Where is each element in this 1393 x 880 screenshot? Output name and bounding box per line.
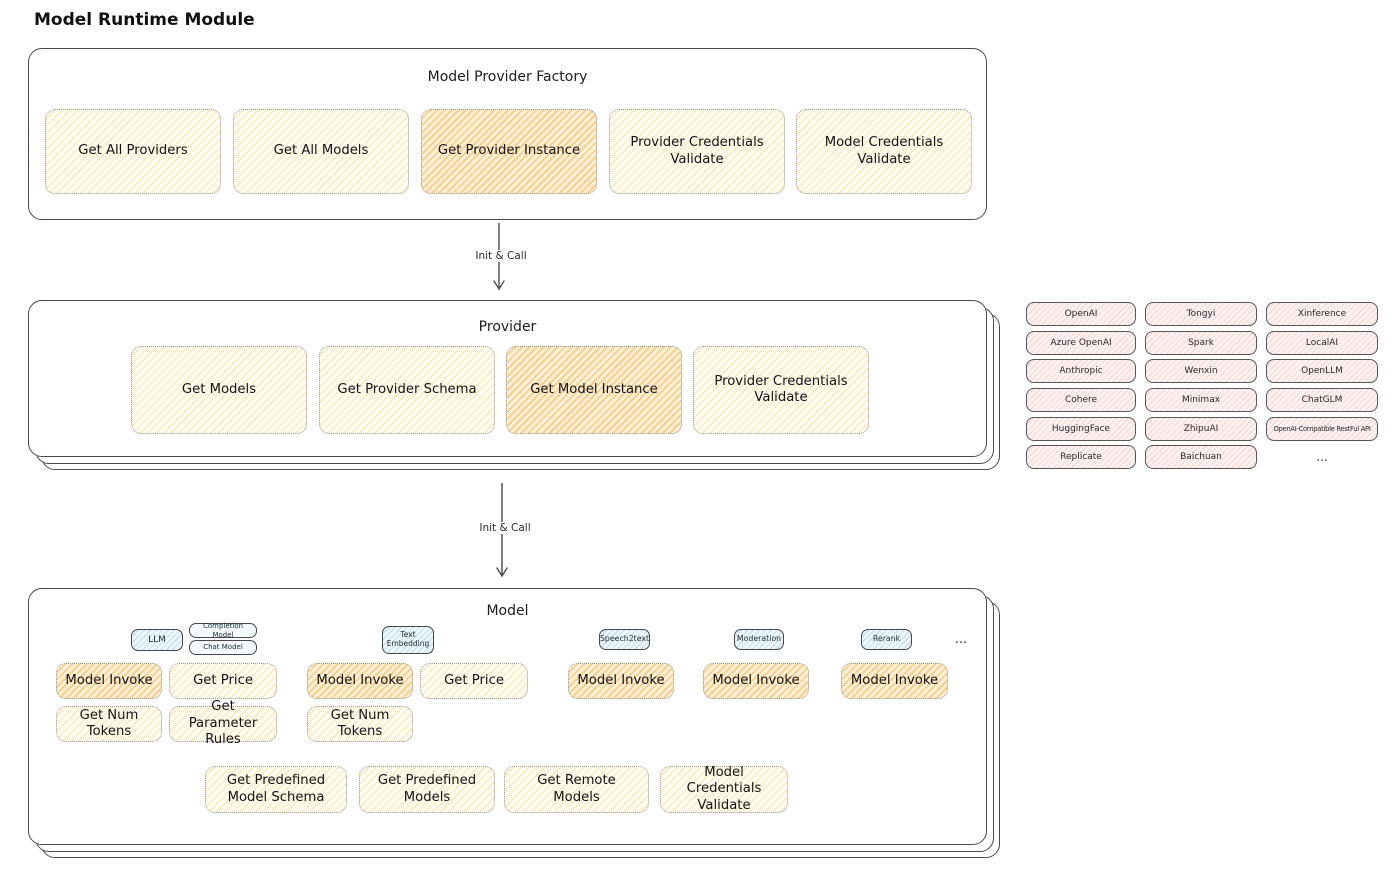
tab-rerank: Rerank <box>861 629 912 650</box>
tab-completion-model: Completion Model <box>189 622 257 639</box>
arrow-label-init-call-1: Init & Call <box>462 250 540 262</box>
factory-button-model-credentials-validate: Model Credentials Validate <box>796 109 972 194</box>
factory-button-get-provider-instance: Get Provider Instance <box>421 109 597 194</box>
provider-item: LocalAI <box>1266 330 1378 355</box>
factory-button-get-all-providers: Get All Providers <box>45 109 221 194</box>
provider-item: OpenLLM <box>1266 359 1378 384</box>
provider-item: HuggingFace <box>1026 416 1136 441</box>
provider-item: Minimax <box>1145 388 1257 413</box>
diagram-title: Model Runtime Module <box>34 10 255 30</box>
provider-item: Azure OpenAI <box>1026 330 1136 355</box>
tab-speech2text: Speech2text <box>599 629 650 650</box>
provider-button-get-models: Get Models <box>131 346 307 434</box>
tab-text-embedding: Text Embedding <box>382 626 434 654</box>
tab-chat-model: Chat Model <box>189 640 257 655</box>
provider-item: Baichuan <box>1145 445 1257 470</box>
model-tabs-more: ... <box>954 632 968 647</box>
provider-button-get-model-instance: Get Model Instance <box>506 346 682 434</box>
provider-box-frame: Provider Get Models Get Provider Schema … <box>28 300 987 457</box>
provider-item: OpenAI <box>1026 302 1136 326</box>
provider-item: Anthropic <box>1026 359 1136 384</box>
model-op-get-num-tokens-embedding: Get Num Tokens <box>307 706 413 742</box>
factory-button-get-all-models: Get All Models <box>233 109 409 194</box>
provider-item: Xinference <box>1266 302 1378 326</box>
model-op-get-remote-models: Get Remote Models <box>504 766 649 813</box>
model-op-model-credentials-validate: Model Credentials Validate <box>660 765 788 813</box>
provider-button-get-provider-schema: Get Provider Schema <box>319 346 495 434</box>
provider-button-provider-credentials-validate: Provider Credentials Validate <box>693 346 869 434</box>
arrow-label-init-call-2: Init & Call <box>466 522 544 534</box>
provider-item: OpenAI-Compatible RestFul API <box>1266 416 1378 441</box>
model-title: Model <box>486 603 529 619</box>
provider-item: Wenxin <box>1145 359 1257 384</box>
model-op-get-price-embedding: Get Price <box>420 663 528 699</box>
model-op-get-num-tokens-llm: Get Num Tokens <box>56 706 162 742</box>
factory-box: Model Provider Factory Get All Providers… <box>28 48 987 220</box>
model-op-invoke-speech2text: Model Invoke <box>568 663 674 699</box>
model-op-get-predefined-models: Get Predefined Models <box>359 766 495 813</box>
provider-list-more: ... <box>1316 450 1328 465</box>
provider-item: Cohere <box>1026 388 1136 413</box>
model-op-get-predefined-model-schema: Get Predefined Model Schema <box>205 766 347 813</box>
provider-item: Spark <box>1145 330 1257 355</box>
model-op-get-parameter-rules: Get Parameter Rules <box>169 699 277 747</box>
model-op-invoke-llm: Model Invoke <box>56 663 162 699</box>
model-box-frame: Model LLM Completion Model Chat Model Te… <box>28 588 987 845</box>
model-op-invoke-moderation: Model Invoke <box>703 663 809 699</box>
factory-button-provider-credentials-validate: Provider Credentials Validate <box>609 109 785 194</box>
provider-item: ZhipuAI <box>1145 416 1257 441</box>
provider-item: Tongyi <box>1145 302 1257 326</box>
model-box: Model LLM Completion Model Chat Model Te… <box>28 588 1000 858</box>
model-op-invoke-embedding: Model Invoke <box>307 663 413 699</box>
provider-title: Provider <box>478 319 537 335</box>
provider-box: Provider Get Models Get Provider Schema … <box>28 300 1000 470</box>
tab-moderation: Moderation <box>734 629 784 650</box>
provider-item: Replicate <box>1026 445 1136 470</box>
factory-title: Model Provider Factory <box>427 69 588 85</box>
model-op-invoke-rerank: Model Invoke <box>841 663 948 699</box>
provider-list: OpenAI Tongyi Xinference Azure OpenAI Sp… <box>1026 302 1378 470</box>
model-op-get-price-llm: Get Price <box>169 663 277 699</box>
factory-box-frame: Model Provider Factory Get All Providers… <box>28 48 987 220</box>
provider-item: ChatGLM <box>1266 388 1378 413</box>
tab-llm: LLM <box>131 629 183 651</box>
